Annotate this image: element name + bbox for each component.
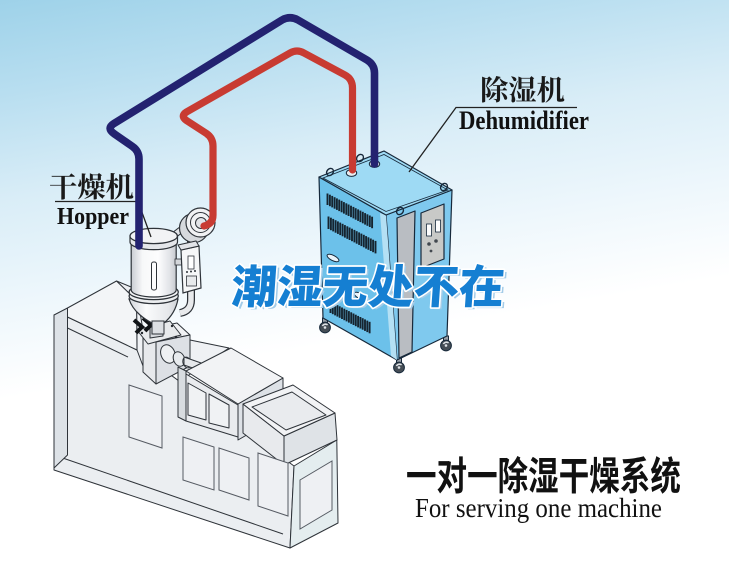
svg-text:Hopper: Hopper bbox=[57, 204, 129, 230]
svg-text:Dehumidifier: Dehumidifier bbox=[459, 106, 589, 135]
svg-text:For serving one machine: For serving one machine bbox=[415, 493, 662, 523]
